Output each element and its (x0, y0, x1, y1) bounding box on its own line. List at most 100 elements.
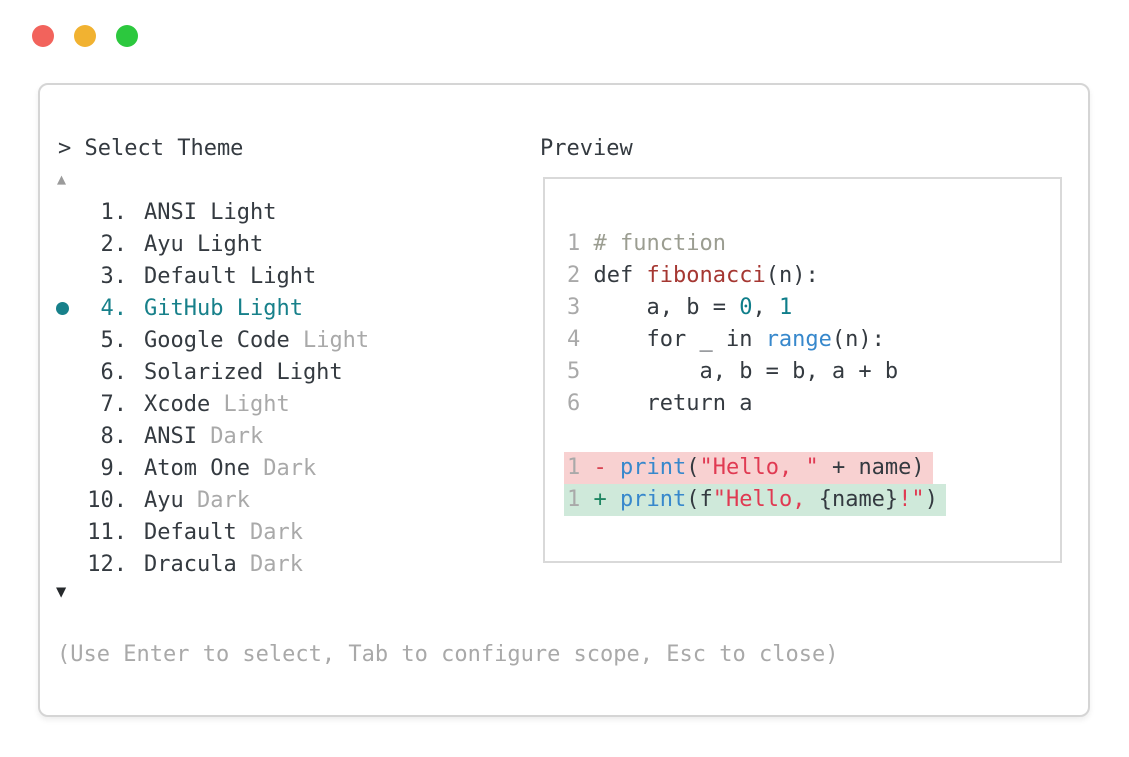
theme-item-label: Dracula Dark (144, 551, 303, 577)
theme-item-label: Xcode Light (144, 391, 290, 417)
theme-list-item[interactable]: 8. ANSI Dark (56, 420, 369, 452)
code-token: (f (686, 487, 713, 512)
line-number: 2 (567, 263, 594, 288)
theme-item-number: 10. (87, 487, 127, 513)
code-token: print (620, 487, 687, 512)
line-number: 3 (567, 295, 594, 320)
theme-item-label: Default Dark (144, 519, 303, 545)
theme-item-number: 12. (87, 551, 127, 577)
window-controls (32, 25, 138, 47)
theme-item-number: 4. (100, 295, 128, 321)
theme-item-number: 8. (100, 423, 128, 449)
code-token: def (593, 263, 647, 288)
scroll-up-indicator-icon: ▲ (57, 170, 67, 188)
code-token: 0 (739, 295, 753, 320)
code-token: print (620, 455, 687, 480)
theme-item-variant-label: Dark (183, 487, 250, 513)
close-button-icon[interactable] (32, 25, 54, 47)
code-line: 1 # function (567, 228, 1060, 260)
code-token: {name} (818, 487, 899, 512)
theme-list-item[interactable]: 3. Default Light (56, 260, 369, 292)
code-token: fibonacci (646, 263, 766, 288)
theme-list-item[interactable]: 4. GitHub Light (56, 292, 369, 324)
line-number: 5 (567, 359, 594, 384)
theme-list-item[interactable]: 11. Default Dark (56, 516, 369, 548)
diff-line-highlight: 1 + print(f"Hello, {name}!") (564, 484, 946, 516)
code-token: for _ in (593, 327, 766, 352)
dialog-title: > Select Theme (58, 136, 244, 161)
theme-item-label: ANSI Dark (144, 423, 264, 449)
line-number: 4 (567, 327, 594, 352)
maximize-button-icon[interactable] (116, 25, 138, 47)
theme-item-label: Default Light (144, 263, 317, 289)
theme-item-number: 5. (100, 327, 128, 353)
theme-list-item[interactable]: 2. Ayu Light (56, 228, 369, 260)
diff-line-removed: 1 - print("Hello, " + name) (564, 452, 1060, 484)
theme-item-label: Ayu Light (144, 231, 264, 257)
theme-item-variant-label: Dark (196, 423, 264, 449)
code-line: 4 for _ in range(n): (567, 324, 1060, 356)
theme-list: 1. ANSI Light 2. Ayu Light 3. Default Light 4.… (56, 196, 369, 580)
theme-item-number: 11. (87, 519, 127, 545)
code-token: a, b = (593, 295, 740, 320)
diff-line-highlight: 1 - print("Hello, " + name) (564, 452, 933, 484)
theme-item-variant-label: Light (289, 327, 370, 353)
theme-item-variant-label: Dark (236, 519, 303, 545)
theme-list-item[interactable]: 7. Xcode Light (56, 388, 369, 420)
code-token: , (752, 295, 779, 320)
theme-item-number: 1. (100, 199, 128, 225)
theme-item-number: 6. (100, 359, 128, 385)
theme-item-number: 2. (100, 231, 128, 257)
theme-picker-dialog: > Select Theme Preview ▲ 1. ANSI Light 2. A… (38, 83, 1090, 717)
code-token: a, b = b, a + b (593, 359, 899, 384)
theme-item-label: GitHub Light (144, 295, 303, 321)
theme-item-variant-label: Dark (236, 551, 303, 577)
code-token: return a (593, 391, 753, 416)
theme-list-item[interactable]: 10. Ayu Dark (56, 484, 369, 516)
theme-item-number: 3. (100, 263, 128, 289)
theme-item-label: Ayu Dark (144, 487, 250, 513)
diff-minus-sign: - (593, 455, 620, 480)
theme-item-number: 7. (100, 391, 128, 417)
line-number: 1 (567, 487, 594, 512)
theme-list-item[interactable]: 9. Atom One Dark (56, 452, 369, 484)
code-line: 5 a, b = b, a + b (567, 356, 1060, 388)
code-line: 3 a, b = 0, 1 (567, 292, 1060, 324)
code-token: !" (898, 487, 925, 512)
blank-line (567, 420, 1060, 452)
theme-item-label: Atom One Dark (144, 455, 317, 481)
code-token: (n): (765, 263, 819, 288)
line-number: 1 (567, 455, 594, 480)
diff-plus-sign: + (593, 487, 620, 512)
code-token: "Hello, " (699, 455, 819, 480)
code-token: (n): (831, 327, 885, 352)
diff-line-added: 1 + print(f"Hello, {name}!") (564, 484, 1060, 516)
line-number: 1 (567, 231, 594, 256)
minimize-button-icon[interactable] (74, 25, 96, 47)
code-token: range (765, 327, 832, 352)
code-token: 1 (778, 295, 793, 320)
theme-list-item[interactable]: 5. Google Code Light (56, 324, 370, 356)
selected-dot-icon (56, 301, 69, 315)
line-number: 6 (567, 391, 594, 416)
theme-item-variant-label: Light (210, 391, 290, 417)
preview-heading: Preview (540, 136, 633, 161)
code-token: ) (924, 487, 938, 512)
theme-list-item[interactable]: 12. Dracula Dark (56, 548, 369, 580)
code-line: 2 def fibonacci(n): (567, 260, 1060, 292)
theme-item-label: ANSI Light (144, 199, 277, 225)
theme-item-label: Google Code Light (144, 327, 370, 353)
code-token: ( (686, 455, 700, 480)
help-text: (Use Enter to select, Tab to configure s… (57, 642, 839, 667)
code-token: # function (593, 231, 726, 256)
code-token: "Hello, (712, 487, 819, 512)
scroll-down-indicator-icon: ▼ (56, 582, 67, 602)
theme-item-number: 9. (100, 455, 128, 481)
code-token: + name) (818, 455, 925, 480)
theme-list-item[interactable]: 1. ANSI Light (56, 196, 369, 228)
theme-list-item[interactable]: 6.Solarized Light (56, 356, 369, 388)
theme-item-variant-label: Dark (249, 455, 317, 481)
code-line: 6 return a (567, 388, 1060, 420)
selected-bullet-icon (56, 301, 83, 315)
